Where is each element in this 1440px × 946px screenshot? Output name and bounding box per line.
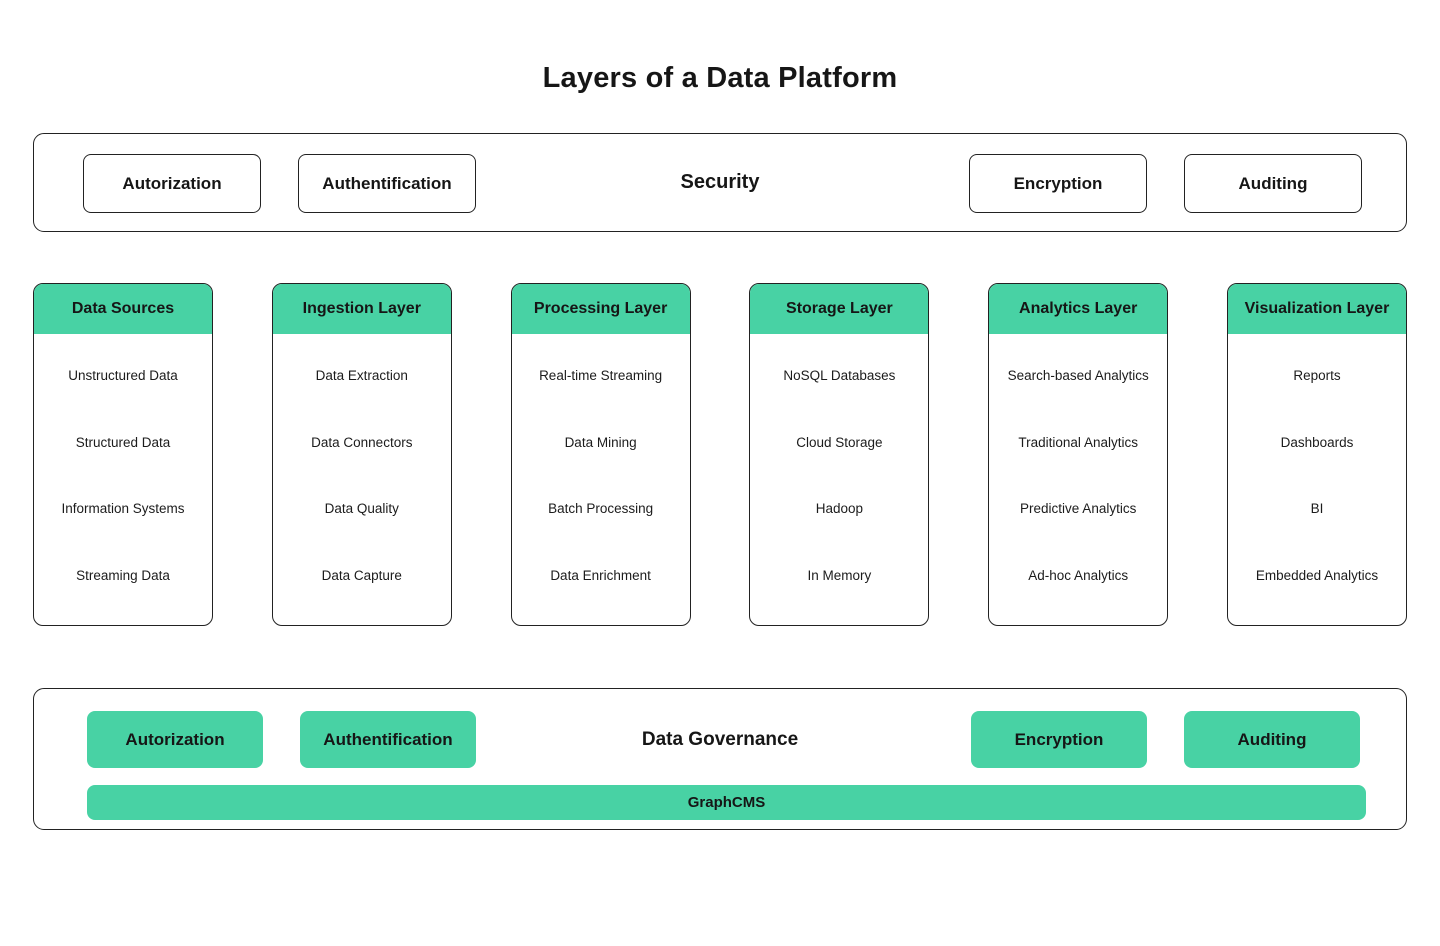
governance-right-group: Encryption Auditing	[971, 711, 1360, 768]
column-item: Search-based Analytics	[1007, 367, 1149, 383]
column-body: Unstructured Data Structured Data Inform…	[34, 334, 212, 625]
security-label: Security	[680, 171, 760, 193]
column-item: Real-time Streaming	[539, 367, 663, 383]
security-right-group: Encryption Auditing	[969, 154, 1362, 213]
column-item: Data Capture	[321, 568, 402, 584]
column-item: Data Quality	[324, 501, 399, 517]
security-box-auditing: Auditing	[1184, 154, 1362, 213]
column-ingestion-layer: Ingestion Layer Data Extraction Data Con…	[271, 283, 452, 626]
governance-box-autorization: Autorization	[87, 711, 263, 768]
column-item: Predictive Analytics	[1020, 501, 1137, 517]
column-item: Ad-hoc Analytics	[1028, 568, 1129, 584]
governance-box-encryption: Encryption	[971, 711, 1147, 768]
column-item: Embedded Analytics	[1255, 568, 1379, 584]
column-storage-layer: Storage Layer NoSQL Databases Cloud Stor…	[749, 283, 930, 626]
layer-columns-row: Data Sources Unstructured Data Structure…	[33, 283, 1407, 626]
column-item: Information Systems	[61, 501, 185, 517]
column-body: Search-based Analytics Traditional Analy…	[989, 334, 1167, 625]
governance-left-group: Autorization Authentification	[87, 711, 476, 768]
governance-label: Data Governance	[641, 729, 799, 750]
security-left-group: Autorization Authentification	[83, 154, 476, 213]
platform-bar-graphcms: GraphCMS	[87, 785, 1366, 820]
column-body: NoSQL Databases Cloud Storage Hadoop In …	[750, 334, 928, 625]
column-header: Data Sources	[34, 284, 212, 334]
column-item: Unstructured Data	[68, 367, 178, 383]
column-processing-layer: Processing Layer Real-time Streaming Dat…	[510, 283, 691, 626]
column-analytics-layer: Analytics Layer Search-based Analytics T…	[988, 283, 1169, 626]
security-box-authentification: Authentification	[298, 154, 476, 213]
column-item: Data Enrichment	[550, 568, 651, 584]
column-header: Analytics Layer	[989, 284, 1168, 334]
column-item: In Memory	[807, 568, 872, 584]
column-body: Real-time Streaming Data Mining Batch Pr…	[512, 334, 690, 625]
column-item: Data Extraction	[315, 367, 408, 383]
governance-box-authentification: Authentification	[300, 711, 476, 768]
column-body: Data Extraction Data Connectors Data Qua…	[273, 334, 451, 625]
column-item: Hadoop	[815, 501, 864, 517]
security-box-encryption: Encryption	[969, 154, 1147, 213]
column-item: Dashboards	[1280, 434, 1354, 450]
column-item: Data Connectors	[311, 434, 413, 450]
column-visualization-layer: Visualization Layer Reports Dashboards B…	[1226, 283, 1407, 626]
column-header: Visualization Layer	[1227, 284, 1406, 334]
column-item: Batch Processing	[548, 501, 654, 517]
column-item: Streaming Data	[76, 568, 170, 584]
column-item: Reports	[1293, 367, 1341, 383]
column-body: Reports Dashboards BI Embedded Analytics	[1228, 334, 1406, 625]
column-item: Structured Data	[75, 434, 171, 450]
column-item: Cloud Storage	[796, 434, 883, 450]
page-title: Layers of a Data Platform	[542, 62, 898, 94]
column-data-sources: Data Sources Unstructured Data Structure…	[33, 283, 213, 626]
governance-box-auditing: Auditing	[1184, 711, 1360, 768]
governance-bar: Autorization Authentification Data Gover…	[33, 688, 1407, 830]
column-item: Traditional Analytics	[1018, 434, 1138, 450]
column-item: Data Mining	[564, 434, 637, 450]
security-box-autorization: Autorization	[83, 154, 261, 213]
column-item: NoSQL Databases	[783, 367, 896, 383]
column-item: BI	[1310, 501, 1324, 517]
column-header: Ingestion Layer	[272, 284, 451, 334]
column-header: Storage Layer	[750, 284, 929, 334]
security-bar: Autorization Authentification Security E…	[33, 133, 1407, 232]
column-header: Processing Layer	[511, 284, 690, 334]
